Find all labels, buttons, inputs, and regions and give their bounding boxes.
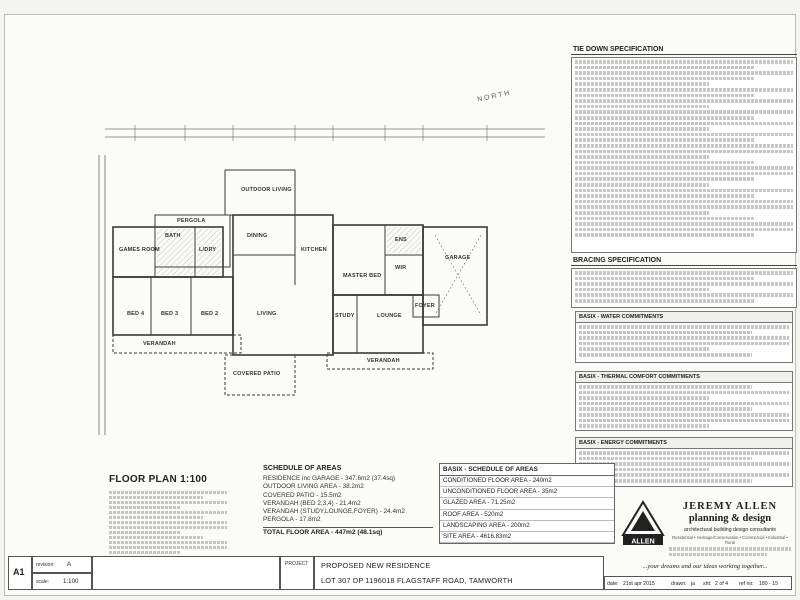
company-name: JEREMY ALLEN xyxy=(682,501,778,512)
basix-thermal-title: BASIX - THERMAL COMFORT COMMITMENTS xyxy=(576,372,792,383)
basix-schedule-row: SITE AREA - 4616.83m2 xyxy=(440,532,614,544)
spec-column: TIE DOWN SPECIFICATION BRACING SPECIFICA… xyxy=(571,45,797,308)
drafting-notes-cell xyxy=(92,556,280,590)
project-cell: PROPOSED NEW RESIDENCE LOT 307 DP 119601… xyxy=(314,556,604,590)
room-bed4: BED 4 xyxy=(127,311,145,317)
revision-value: A xyxy=(67,561,72,568)
room-kitchen: KITCHEN xyxy=(301,247,327,253)
company-contact xyxy=(669,547,791,557)
basix-schedule-row: GLAZED AREA - 71.25m2 xyxy=(440,498,614,510)
room-bed3: BED 3 xyxy=(161,311,179,317)
company-subname: planning & design xyxy=(688,513,772,524)
floor-plan: OUTDOOR LIVING PERGOLA GAMES ROOM BATH L… xyxy=(95,115,555,445)
room-games: GAMES ROOM xyxy=(119,247,160,253)
drawing-info-cell: date: 21st apr 2015 drawn: ja sht: 2 of … xyxy=(604,576,792,590)
schedule-row: VERANDAH (BED 2,3,4) - 21.4m2 xyxy=(263,499,361,507)
title-block: A1 revision: A scale: 1:100 PROJECT PROP… xyxy=(8,556,792,590)
room-master-bed: MASTER BED xyxy=(343,273,382,279)
room-outdoor-living: OUTDOOR LIVING xyxy=(241,187,292,193)
room-verandah-left: VERANDAH xyxy=(143,341,176,347)
tie-down-table xyxy=(571,57,797,253)
ref-value: 180 - 15 xyxy=(759,581,779,587)
sheet-label: sht: xyxy=(703,581,712,587)
company-brand: JEREMY ALLEN planning & design architect… xyxy=(669,501,791,545)
schedule-row: COVERED PATIO - 15.5m2 xyxy=(263,491,342,499)
project-label-cell: PROJECT xyxy=(280,556,314,590)
basix-schedule-row: ROOF AREA - 520m2 xyxy=(440,510,614,521)
basix-schedule-row: LANDSCAPING AREA - 200m2 xyxy=(440,521,614,533)
basix-schedule-title: BASIX - SCHEDULE OF AREAS xyxy=(440,464,614,476)
scale-value: 1:100 xyxy=(63,578,79,585)
project-address: LOT 307 DP 1196018 FLAGSTAFF ROAD, TAMWO… xyxy=(321,576,513,585)
basix-water-title: BASIX - WATER COMMITMENTS xyxy=(576,312,792,323)
drawn-value: ja xyxy=(691,581,696,587)
floor-plan-drawing xyxy=(98,125,545,435)
revision-cell: revision: A xyxy=(32,556,92,573)
company-sectors: Residential • Heritage/Conservation • Co… xyxy=(672,535,788,545)
basix-schedule-row: CONDITIONED FLOOR AREA - 240m2 xyxy=(440,476,614,488)
room-bath: BATH xyxy=(165,233,181,239)
bracing-table xyxy=(571,268,797,308)
revision-label: revision: xyxy=(36,562,55,568)
basix-schedule-of-areas: BASIX - SCHEDULE OF AREAS CONDITIONED FL… xyxy=(439,463,615,545)
scale-cell: scale: 1:100 xyxy=(32,573,92,590)
logo-text: ALLEN xyxy=(631,539,654,546)
schedule-of-areas: SCHEDULE OF AREAS RESIDENCE inc GARAGE -… xyxy=(263,463,433,536)
project-label: PROJECT xyxy=(285,561,309,567)
schedule-row: RESIDENCE inc GARAGE - 347.6m2 (37.4sq) xyxy=(263,475,396,482)
date-value: 21st apr 2015 xyxy=(623,581,655,587)
sheet-id: A1 xyxy=(13,567,25,577)
schedule-row: VERANDAH (STUDY,LOUNGE,FOYER) - 24.4m2 xyxy=(263,508,405,516)
company-slogan: ...your dreams and our ideas working tog… xyxy=(642,563,768,570)
basix-water-box: BASIX - WATER COMMITMENTS xyxy=(575,311,793,363)
plan-notes xyxy=(109,489,227,559)
room-wir: WIR xyxy=(395,265,407,271)
tie-down-title: TIE DOWN SPECIFICATION xyxy=(571,45,797,55)
room-study: STUDY xyxy=(335,313,355,319)
room-lounge: LOUNGE xyxy=(377,313,402,319)
company-logo: ALLEN xyxy=(619,499,667,547)
sheet-id-cell: A1 xyxy=(8,556,32,590)
schedule-row: OUTDOOR LIVING AREA - 38.2m2 xyxy=(263,483,364,491)
ref-label: ref no: xyxy=(739,581,754,587)
date-label: date: xyxy=(607,581,619,587)
room-verandah-right: VERANDAH xyxy=(367,358,400,364)
project-name: PROPOSED NEW RESIDENCE xyxy=(321,561,431,570)
company-tagline: architectural building design consultant… xyxy=(684,527,776,533)
schedule-of-areas-title: SCHEDULE OF AREAS xyxy=(263,463,342,472)
sheet-of: 2 of 4 xyxy=(715,581,728,587)
room-ensuite: ENS xyxy=(395,237,407,243)
total-floor-area: TOTAL FLOOR AREA - 447m2 (48.1sq) xyxy=(263,526,433,536)
room-bed2: BED 2 xyxy=(201,311,219,317)
drawn-label: drawn: xyxy=(671,581,687,587)
room-dining: DINING xyxy=(247,233,268,239)
room-garage: GARAGE xyxy=(445,255,471,261)
room-laundry: L/DRY xyxy=(199,247,217,253)
floor-plan-title: FLOOR PLAN 1:100 xyxy=(109,474,208,485)
schedule-row: PERGOLA - 17.8m2 xyxy=(263,516,321,524)
basix-energy-title: BASIX - ENERGY COMMITMENTS xyxy=(576,438,792,449)
north-arrow-label: NORTH xyxy=(476,89,513,104)
drawing-sheet: OUTDOOR LIVING PERGOLA GAMES ROOM BATH L… xyxy=(4,14,797,596)
scale-label: scale: xyxy=(36,579,50,585)
logo-mark-icon: ALLEN xyxy=(621,500,665,546)
basix-energy-box: BASIX - ENERGY COMMITMENTS xyxy=(575,437,793,487)
bracing-title: BRACING SPECIFICATION xyxy=(571,256,797,266)
room-foyer: FOYER xyxy=(415,303,435,309)
room-pergola: PERGOLA xyxy=(177,218,206,224)
room-living: LIVING xyxy=(257,311,277,317)
basix-schedule-row: UNCONDITIONED FLOOR AREA - 35m2 xyxy=(440,487,614,499)
basix-thermal-box: BASIX - THERMAL COMFORT COMMITMENTS xyxy=(575,371,793,431)
room-covered-patio: COVERED PATIO xyxy=(233,371,281,377)
